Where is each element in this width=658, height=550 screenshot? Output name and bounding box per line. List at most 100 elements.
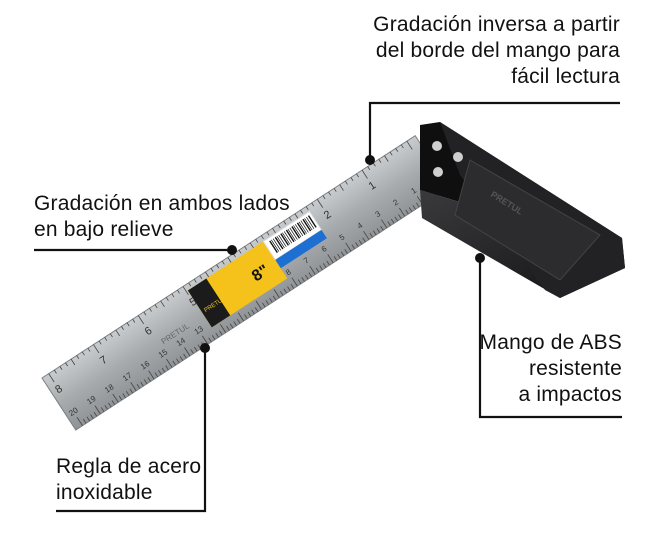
inch-tick bbox=[356, 173, 359, 178]
mm-tick bbox=[376, 228, 381, 233]
barcode-bar bbox=[302, 218, 312, 232]
inch-tick bbox=[132, 318, 136, 323]
barcode-bar bbox=[291, 226, 301, 239]
inch-tick bbox=[277, 224, 281, 229]
cm-label: 4 bbox=[356, 220, 365, 230]
inch-tick bbox=[328, 191, 331, 196]
mm-tick bbox=[355, 242, 359, 247]
inch-tick bbox=[350, 177, 354, 181]
barcode-bar bbox=[289, 227, 298, 240]
mm-tick bbox=[251, 309, 255, 315]
cm-label: 3 bbox=[374, 209, 383, 219]
barcode-bar bbox=[304, 218, 313, 231]
abs-handle: PRETUL bbox=[420, 122, 625, 298]
cm-label: 7 bbox=[302, 255, 311, 265]
inch-tick bbox=[384, 155, 389, 162]
inch-tick bbox=[311, 202, 315, 207]
inch-tick bbox=[305, 206, 309, 211]
rivet-icon bbox=[432, 141, 442, 151]
mm-tick bbox=[190, 349, 194, 354]
inch-tick bbox=[406, 140, 413, 150]
mm-tick bbox=[154, 372, 159, 378]
mm-tick bbox=[202, 335, 209, 345]
callout-dot-icon bbox=[365, 155, 375, 165]
mm-tick bbox=[86, 416, 90, 422]
mm-tick bbox=[283, 288, 287, 294]
mm-tick bbox=[104, 404, 108, 410]
callout-line: Mango de ABS bbox=[479, 331, 622, 354]
mm-tick bbox=[247, 311, 252, 317]
mm-tick bbox=[265, 300, 270, 305]
callout-abs-handle: Mango de ABS resistente a impactos bbox=[470, 330, 622, 408]
mm-tick bbox=[129, 388, 133, 394]
inch-tick bbox=[87, 347, 91, 352]
blade-ticks-top bbox=[48, 140, 413, 383]
inch-tick bbox=[171, 293, 175, 298]
inch-tick bbox=[300, 209, 304, 214]
inch-tick bbox=[177, 289, 180, 294]
inch-tick bbox=[238, 249, 242, 254]
mm-tick bbox=[215, 332, 219, 338]
mm-tick bbox=[398, 207, 406, 217]
leader-line-inverse bbox=[368, 101, 620, 160]
callout-line: Gradación inversa a partir bbox=[373, 13, 620, 36]
mm-tick bbox=[211, 335, 216, 340]
inch-label: 8 bbox=[53, 383, 65, 396]
mm-tick bbox=[416, 202, 420, 208]
rivet-icon bbox=[453, 152, 463, 162]
mm-tick bbox=[387, 221, 391, 226]
barcode-bar bbox=[270, 239, 280, 252]
product-sticker: 8" PRETUL bbox=[187, 210, 327, 328]
mm-tick bbox=[118, 395, 123, 401]
mm-tick bbox=[179, 356, 184, 361]
inch-tick bbox=[339, 184, 344, 191]
mm-tick bbox=[100, 407, 105, 412]
mm-tick bbox=[229, 323, 234, 329]
callout-line: del borde del mango para bbox=[375, 39, 620, 62]
mm-tick bbox=[333, 256, 338, 261]
mm-tick bbox=[322, 263, 327, 268]
inch-tick bbox=[216, 264, 220, 269]
mm-tick bbox=[208, 337, 212, 343]
mm-tick bbox=[315, 267, 320, 273]
inch-tick bbox=[165, 297, 169, 301]
mm-tick bbox=[405, 209, 409, 215]
inch-label: 7 bbox=[98, 354, 110, 367]
barcode-bar bbox=[298, 221, 307, 234]
mm-tick bbox=[279, 290, 284, 296]
mm-tick bbox=[143, 379, 148, 384]
callout-line: Gradación en ambos lados bbox=[34, 192, 290, 215]
barcode-bar bbox=[294, 224, 304, 237]
mm-tick bbox=[90, 414, 94, 419]
barcode-bar bbox=[269, 240, 278, 253]
mm-tick bbox=[183, 353, 187, 359]
mm-tick bbox=[297, 279, 302, 284]
mm-tick bbox=[301, 277, 305, 282]
mm-tick bbox=[363, 230, 370, 240]
inch-tick bbox=[316, 199, 324, 208]
mm-tick bbox=[172, 360, 176, 366]
inch-tick bbox=[199, 275, 203, 280]
inch-tick bbox=[221, 260, 225, 265]
inch-tick bbox=[288, 217, 292, 221]
inch-tick bbox=[126, 322, 130, 327]
mm-tick bbox=[255, 300, 262, 310]
cm-label: 6 bbox=[320, 244, 329, 254]
mm-tick bbox=[219, 330, 223, 336]
barcode-bar bbox=[278, 234, 287, 247]
mm-tick bbox=[319, 265, 323, 271]
mm-tick bbox=[345, 242, 352, 252]
mm-tick bbox=[262, 302, 266, 308]
inch-tick bbox=[115, 329, 121, 337]
inch-tick bbox=[205, 271, 210, 278]
inch-tick bbox=[283, 220, 287, 225]
inch-tick bbox=[378, 159, 382, 163]
mm-tick bbox=[136, 384, 141, 389]
callout-line: resistente bbox=[528, 357, 622, 380]
mm-tick bbox=[236, 318, 241, 324]
inch-tick bbox=[244, 246, 248, 251]
mm-tick bbox=[158, 370, 162, 375]
barcode-bar bbox=[287, 228, 296, 241]
mm-tick bbox=[184, 347, 191, 357]
inch-tick bbox=[137, 315, 145, 325]
